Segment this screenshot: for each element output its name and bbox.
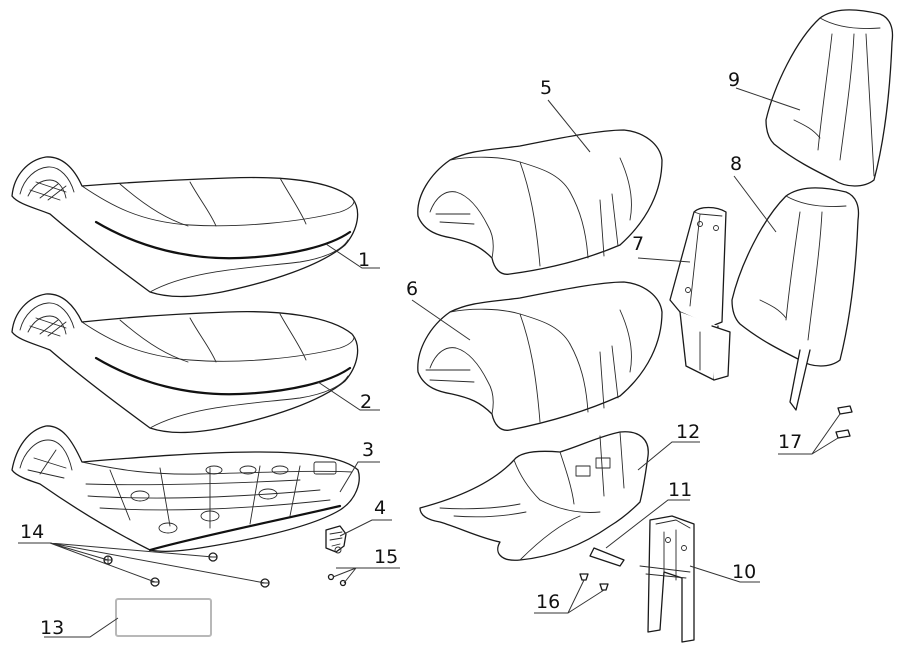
leader-lines — [18, 87, 841, 638]
part-10-hinge — [639, 515, 695, 643]
callout-12: 12 — [676, 421, 700, 443]
callout-5: 5 — [540, 77, 552, 99]
fasteners-16 — [579, 573, 609, 591]
part-2-seat-cover — [11, 293, 359, 434]
part-4-latch — [325, 525, 347, 554]
callout-2: 2 — [360, 391, 372, 413]
callout-labels: 1 2 3 4 5 6 7 8 9 10 11 12 13 14 15 16 1… — [20, 69, 802, 639]
callout-16: 16 — [536, 591, 560, 613]
callout-11: 11 — [668, 479, 692, 501]
callout-6: 6 — [406, 278, 418, 300]
fasteners-17 — [835, 405, 853, 439]
callout-3: 3 — [362, 439, 374, 461]
part-5-foam-pad — [417, 129, 663, 275]
part-11-plate — [589, 547, 625, 567]
part-6-foam-pad — [417, 281, 663, 431]
callout-10: 10 — [732, 561, 756, 583]
part-7-bracket — [669, 206, 731, 381]
part-3-seat-base — [11, 425, 360, 552]
part-9-backrest-cover — [765, 9, 894, 187]
part-12-seat-tray — [419, 431, 649, 561]
fasteners-15 — [327, 573, 347, 587]
callout-7: 7 — [632, 233, 644, 255]
callout-13: 13 — [40, 617, 64, 639]
callout-9: 9 — [728, 69, 740, 91]
callout-14: 14 — [20, 521, 44, 543]
callout-15: 15 — [374, 546, 398, 568]
part-8-backrest — [731, 187, 860, 411]
callout-17: 17 — [778, 431, 802, 453]
callout-8: 8 — [730, 153, 742, 175]
part-13-label-plate — [115, 598, 212, 637]
callout-4: 4 — [374, 497, 386, 519]
part-1-seat — [11, 156, 359, 298]
callout-1: 1 — [358, 249, 370, 271]
